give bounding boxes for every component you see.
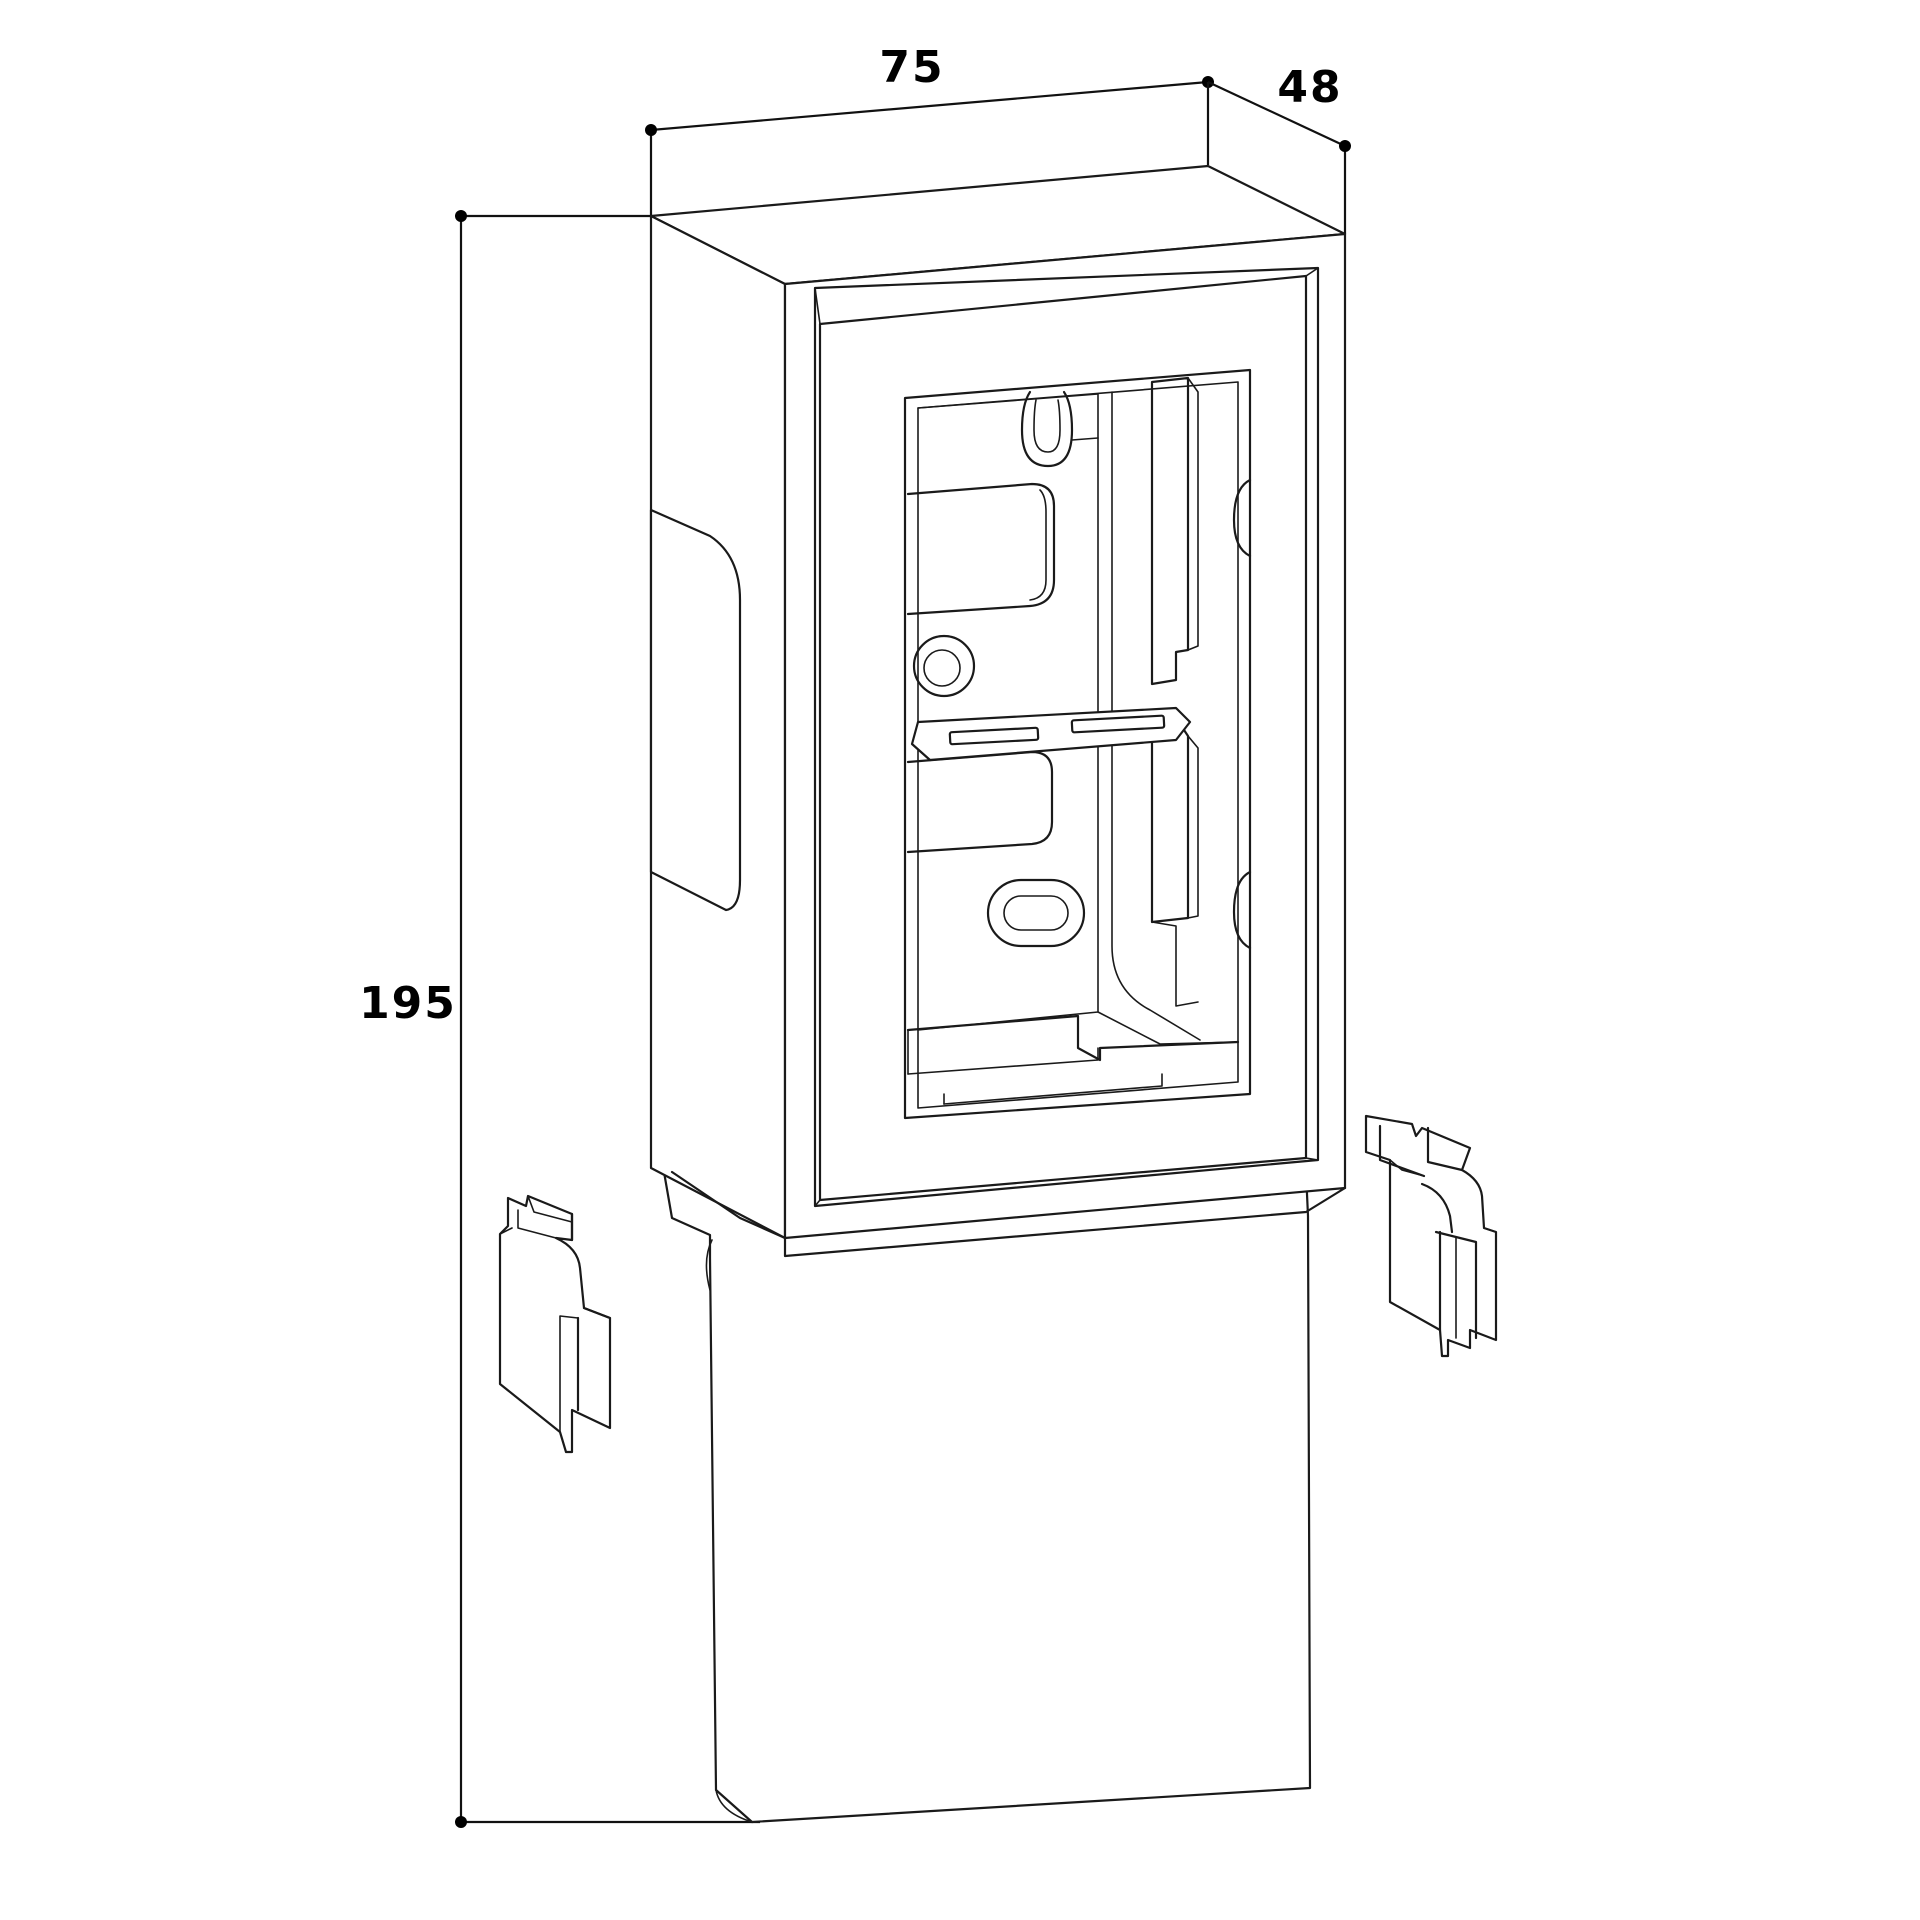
base-trunking (662, 1170, 1312, 1824)
width-label: 75 (879, 42, 944, 93)
dimension-width: 75 (645, 42, 1214, 215)
surface-box (649, 164, 1347, 1258)
left-clip (498, 1194, 612, 1454)
depth-label: 48 (1277, 62, 1342, 113)
height-label: 195 (359, 978, 457, 1029)
right-clip (1364, 1114, 1498, 1358)
dimension-height: 195 (359, 210, 760, 1828)
dimension-depth: 48 (1206, 62, 1351, 234)
